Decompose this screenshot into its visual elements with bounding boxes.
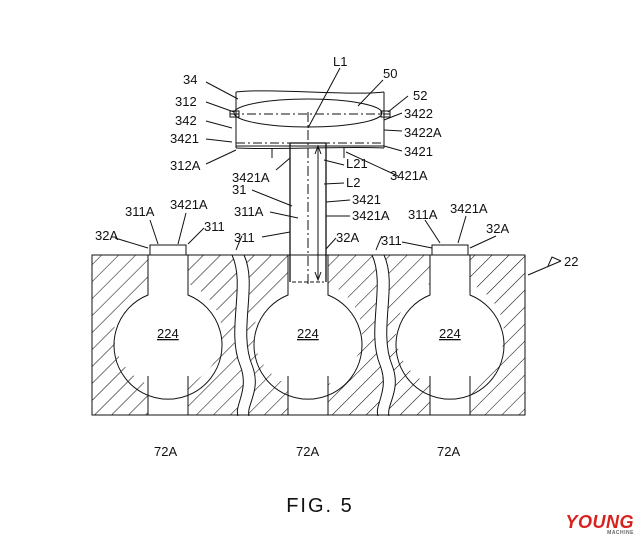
label-312A: 312A <box>170 158 201 173</box>
label-L2: L2 <box>346 175 360 190</box>
label-224-1: 224 <box>157 326 179 341</box>
label-L21: L21 <box>346 156 368 171</box>
watermark-text: YOUNG <box>565 512 634 532</box>
label-52: 52 <box>413 88 427 103</box>
leader-lines <box>114 67 562 276</box>
label-311A-l: 311A <box>125 204 155 219</box>
label-3421A-r: 3421A <box>450 201 488 216</box>
label-72A-2: 72A <box>296 444 319 459</box>
label-31: 31 <box>232 182 246 197</box>
label-224-2: 224 <box>297 326 319 341</box>
label-32A-r: 32A <box>486 221 509 236</box>
label-3422A: 3422A <box>404 125 442 140</box>
label-311-m: 311 <box>234 230 255 245</box>
label-224-3: 224 <box>439 326 461 341</box>
label-3421A-c: 3421A <box>390 168 428 183</box>
label-3421-a: 3421 <box>170 131 199 146</box>
label-311-r: 311 <box>381 233 402 248</box>
label-342: 342 <box>175 113 197 128</box>
watermark-logo: YOUNG MACHINE <box>565 512 634 536</box>
figure-caption: FIG. 5 <box>286 495 354 517</box>
label-3421A-d: 3421A <box>232 170 270 185</box>
label-3422: 3422 <box>404 106 433 121</box>
label-3421-e: 3421 <box>352 192 381 207</box>
label-3421A-e: 3421A <box>352 208 390 223</box>
label-3421-b: 3421 <box>404 144 433 159</box>
label-34: 34 <box>183 72 197 87</box>
label-312: 312 <box>175 94 197 109</box>
post-31 <box>289 112 327 285</box>
label-50: 50 <box>383 66 397 81</box>
label-22: 22 <box>564 254 578 269</box>
labels: 34 312 342 3421 312A L1 50 52 3422 3422A… <box>95 54 578 459</box>
label-311A-m: 311A <box>234 204 264 219</box>
label-32A-m: 32A <box>336 230 359 245</box>
label-311-l: 311 <box>204 219 225 234</box>
label-L1: L1 <box>333 54 347 69</box>
watermark-subtext: MACHINE <box>607 530 634 536</box>
label-3421A-l: 3421A <box>170 197 208 212</box>
label-72A-3: 72A <box>437 444 460 459</box>
label-32A-l: 32A <box>95 228 118 243</box>
label-72A-1: 72A <box>154 444 177 459</box>
label-311A-r: 311A <box>408 207 438 222</box>
